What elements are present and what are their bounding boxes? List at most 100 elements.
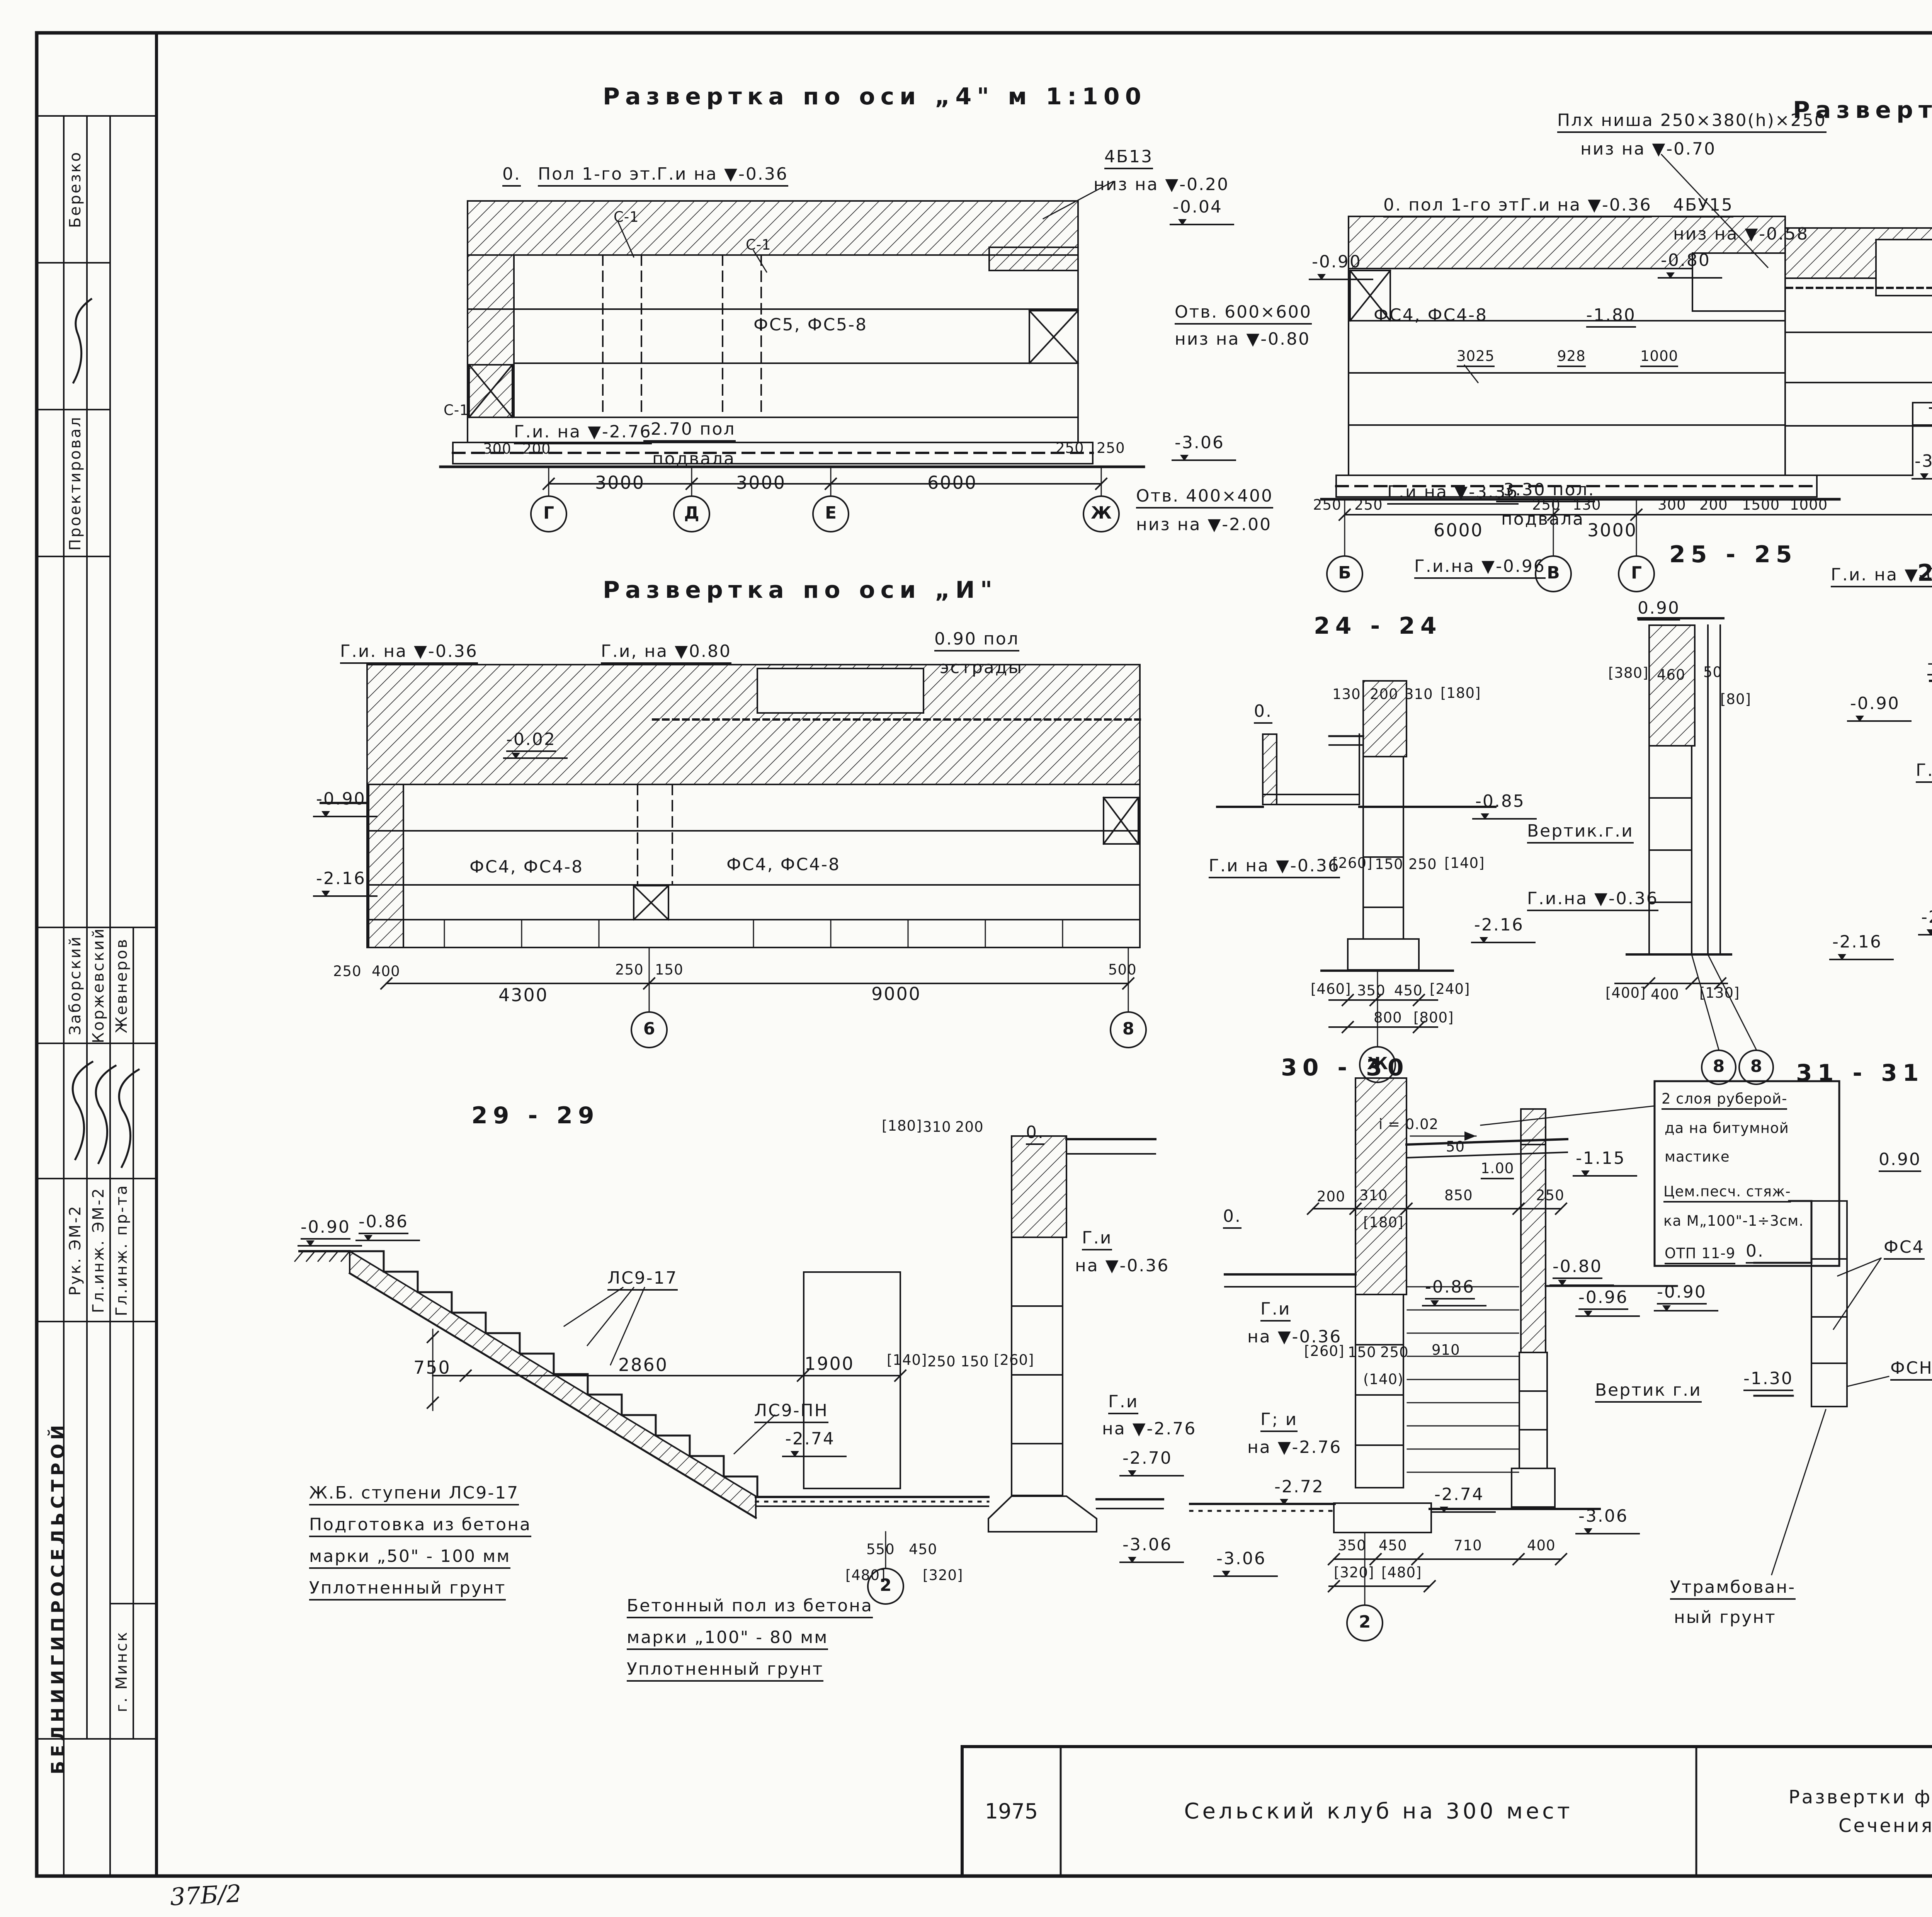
- annotation-label: Утрамбован-: [1670, 1577, 1796, 1600]
- annotation-label: Г: [543, 503, 554, 523]
- annotation-label: 800: [1374, 1009, 1402, 1026]
- annotation-label: 250: [1056, 440, 1084, 456]
- annotation-label: Г.и на ▼-3.36: [1387, 482, 1519, 505]
- titleblock-year: 1975: [985, 1799, 1038, 1823]
- annotation-label: [320]: [1334, 1564, 1374, 1581]
- annotation-label: 300: [483, 441, 512, 457]
- annotation-label: i = 0.02: [1379, 1116, 1439, 1133]
- titleblock-sheet-title-line2: Сечения фундаментов.: [1838, 1815, 1932, 1837]
- annotation-label: 150: [1375, 856, 1403, 873]
- annotation-label: ФС5, ФС5-8: [753, 315, 868, 335]
- annotation-label: 2 слоя руберой-: [1662, 1090, 1787, 1110]
- annotation-label: 3000: [736, 472, 786, 493]
- annotation-label: Уплотненный грунт: [627, 1659, 824, 1682]
- annotation-label: 500: [1108, 961, 1137, 978]
- annotation-label: Б: [1338, 563, 1351, 583]
- annotation-label: -3.06: [1213, 1549, 1278, 1577]
- annotation-label: [260]: [994, 1352, 1034, 1368]
- annotation-label: 250: [1313, 497, 1342, 513]
- annotation-label: 200: [1317, 1188, 1345, 1205]
- annotation-label: ный грунт: [1674, 1607, 1776, 1627]
- annotation-label: [480]: [1381, 1564, 1422, 1581]
- annotation-label: 200: [1370, 686, 1398, 703]
- annotation-label: -2.16: [313, 869, 378, 897]
- annotation-label: 4БУ15: [1673, 195, 1733, 218]
- annotation-label: 50: [1703, 664, 1723, 680]
- annotation-label: 50: [1446, 1138, 1465, 1155]
- annotation-label: -0.80: [1658, 250, 1722, 279]
- annotation-label: 250: [615, 961, 644, 978]
- annotation-label: [140]: [1444, 855, 1485, 871]
- annotation-label: на ▼-0.36: [1247, 1327, 1342, 1347]
- annotation-label: Ж: [1091, 503, 1112, 523]
- annotation-label: 250: [1354, 497, 1383, 513]
- annotation-label: на ▼-2.76: [1247, 1437, 1342, 1457]
- annotation-label: 310: [923, 1119, 951, 1135]
- annotation-label: Г.и. на ▼-0.80: [1831, 565, 1932, 587]
- annotation-label: мастике: [1665, 1148, 1730, 1165]
- annotation-label: 1000: [1790, 497, 1828, 513]
- annotation-label: 350: [1338, 1537, 1366, 1554]
- annotation-label: 6000: [1434, 520, 1484, 541]
- annotation-label: Г: [1631, 563, 1642, 583]
- annotation-label: 3000: [595, 472, 645, 493]
- annotation-label: Г.и на ▼-0.36: [1520, 195, 1652, 218]
- annotation-label: 850: [1444, 1187, 1473, 1204]
- annotation-label: 4Б13: [1104, 147, 1153, 169]
- annotation-label: 250: [1536, 1187, 1565, 1204]
- annotation-label: -1.30: [1743, 1369, 1793, 1391]
- annotation-label: Вертик.г.и: [1527, 821, 1634, 844]
- annotation-label: Пол 1-го эт.: [538, 164, 658, 187]
- annotation-label: 400: [1527, 1537, 1556, 1554]
- annotation-label: 8: [1750, 1056, 1762, 1076]
- annotation-label: -0.90: [1309, 252, 1373, 280]
- annotation-label: Развертка по оси „В": [1793, 97, 1932, 124]
- annotation-label: 130: [1332, 686, 1361, 703]
- annotation-label: 26 - 26 ( 27 - 27): [1917, 560, 1932, 587]
- annotation-label: 4300: [498, 985, 549, 1005]
- annotation-label: 150: [655, 961, 684, 978]
- annotation-label: 2: [879, 1575, 892, 1595]
- annotation-label: 928: [1557, 348, 1586, 367]
- annotation-label: -0.90: [1847, 694, 1912, 722]
- annotation-label: ФС4, ФС4-8: [1374, 305, 1488, 325]
- annotation-label: [380]: [1608, 665, 1649, 681]
- annotation-label: 9000: [871, 983, 922, 1004]
- annotation-label: ФС4, ФС4-8: [469, 857, 584, 877]
- annotation-label: 310: [1359, 1187, 1388, 1204]
- annotation-label: 0.: [1026, 1123, 1044, 1145]
- annotation-label: 0.90: [1879, 1150, 1921, 1172]
- annotation-label: -0.04: [1170, 197, 1234, 225]
- annotation-label: 350: [1357, 982, 1386, 999]
- annotation-label: подвала: [1501, 509, 1585, 529]
- annotation-label: В: [1547, 563, 1560, 583]
- annotation-label: Вертик г.и: [1595, 1380, 1702, 1403]
- annotation-label: Развертка по оси „И": [603, 577, 998, 604]
- annotation-label: [260]: [1332, 855, 1373, 871]
- annotation-label: Г.и.на ▼-0.36: [1527, 889, 1658, 911]
- annotation-label: Д: [684, 503, 699, 523]
- annotation-label: ЛС9-ПН: [754, 1401, 828, 1423]
- annotation-label: Г.и.на ▼-0.36: [1916, 760, 1932, 783]
- annotation-label: 130: [1573, 497, 1601, 513]
- annotation-label: 8: [1713, 1056, 1725, 1076]
- annotation-label: 0. пол 1-го эт.: [1383, 195, 1527, 218]
- annotation-label: -0.86: [1422, 1277, 1486, 1306]
- annotation-label: -3.06: [1119, 1535, 1184, 1563]
- annotation-label: [180]: [882, 1118, 922, 1134]
- annotation-label: 1000: [1640, 348, 1679, 367]
- annotation-label: 200: [522, 441, 551, 457]
- annotation-label: Г.и. на ▼-0.36: [340, 641, 478, 664]
- annotation-label: 8: [1122, 1019, 1134, 1039]
- annotation-label: -3.30 пол.: [1496, 480, 1595, 502]
- annotation-label: 310: [1405, 686, 1433, 703]
- annotation-label: ФС4, ФС4-8: [726, 855, 841, 874]
- annotation-label: [240]: [1430, 981, 1470, 997]
- annotation-label: 450: [1394, 982, 1423, 999]
- annotation-label: 1900: [804, 1353, 855, 1374]
- annotation-label: 400: [372, 963, 400, 980]
- annotation-label: низ на ▼-0.80: [1175, 329, 1311, 349]
